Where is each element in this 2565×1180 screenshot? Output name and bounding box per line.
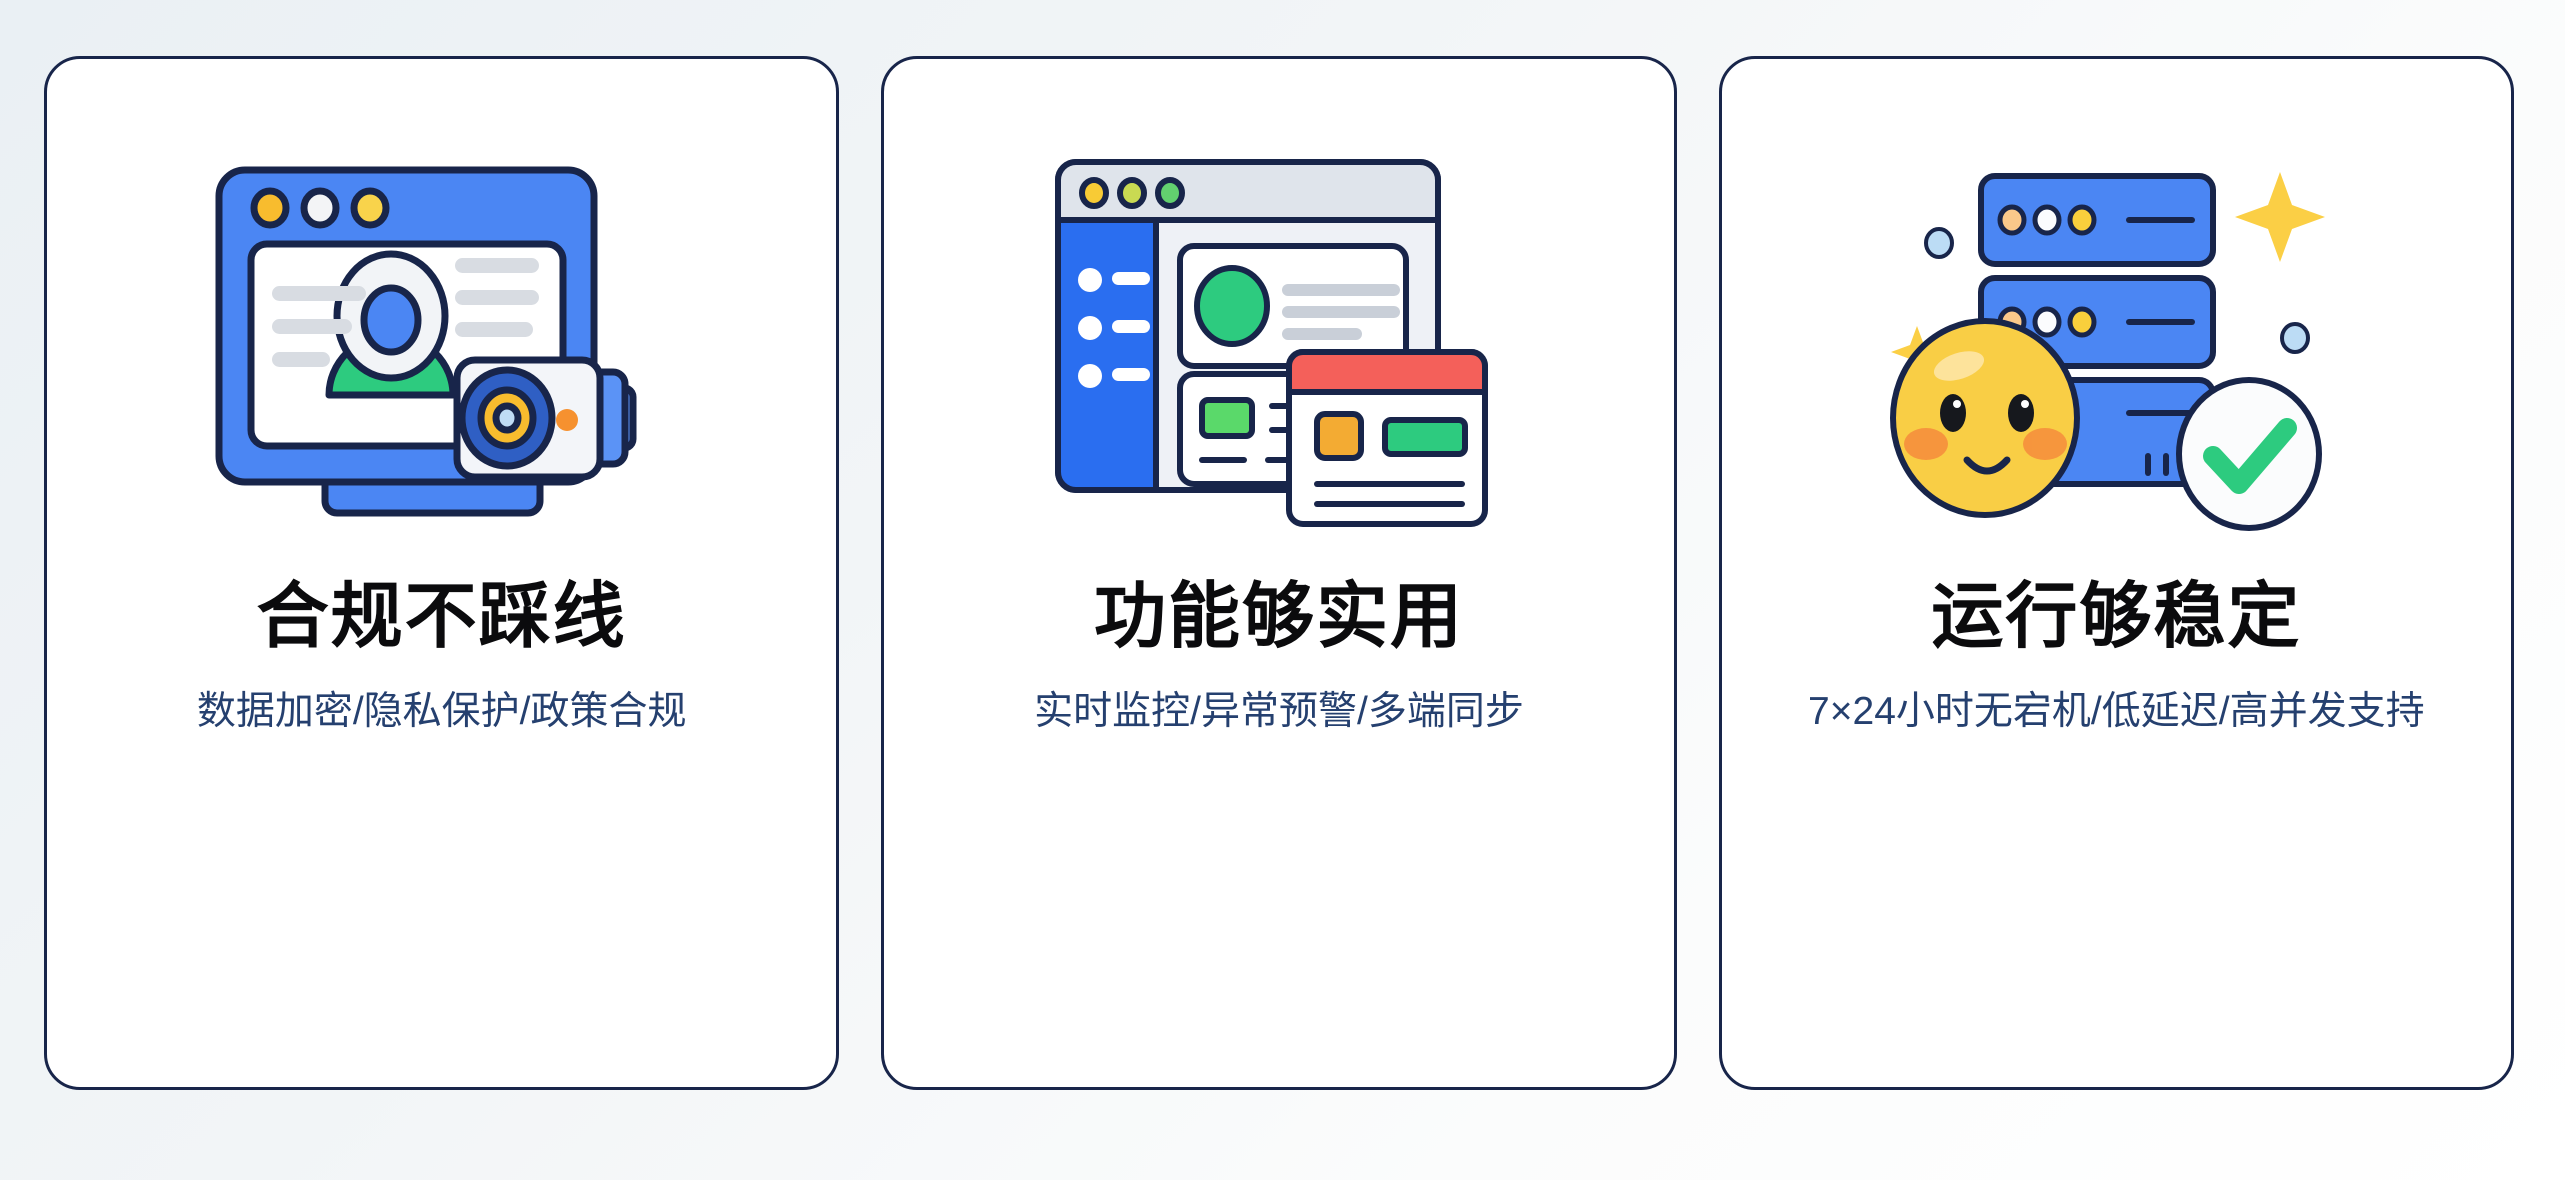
feature-card-compliance[interactable]: 合规不踩线 数据加密/隐私保护/政策合规: [44, 56, 840, 1090]
card-text-block: 功能够实用 实时监控/异常预警/多端同步: [910, 577, 1647, 739]
card-title: 运行够稳定: [1931, 577, 2302, 657]
feature-card-grid: 合规不踩线 数据加密/隐私保护/政策合规: [44, 56, 2514, 1090]
card-title: 功能够实用: [1093, 577, 1464, 657]
card-subtitle: 实时监控/异常预警/多端同步: [1034, 689, 1524, 733]
sparkle-large: [2235, 172, 2326, 262]
monitor-user-camera-illustration: [73, 143, 810, 543]
card-subtitle: 7×24小时无宕机/低延迟/高并发支持: [1808, 689, 2425, 733]
feature-card-stability[interactable]: 运行够稳定 7×24小时无宕机/低延迟/高并发支持: [1718, 56, 2514, 1090]
server-stack-mascot-illustration: [1748, 143, 2485, 543]
card-subtitle: 数据加密/隐私保护/政策合规: [196, 689, 687, 733]
card-text-block: 合规不踩线 数据加密/隐私保护/政策合规: [73, 577, 810, 739]
card-text-block: 运行够稳定 7×24小时无宕机/低延迟/高并发支持: [1748, 577, 2485, 739]
dashboard-panels-illustration: [910, 143, 1647, 543]
feature-card-features[interactable]: 功能够实用 实时监控/异常预警/多端同步: [881, 56, 1677, 1090]
card-title: 合规不踩线: [256, 577, 627, 657]
